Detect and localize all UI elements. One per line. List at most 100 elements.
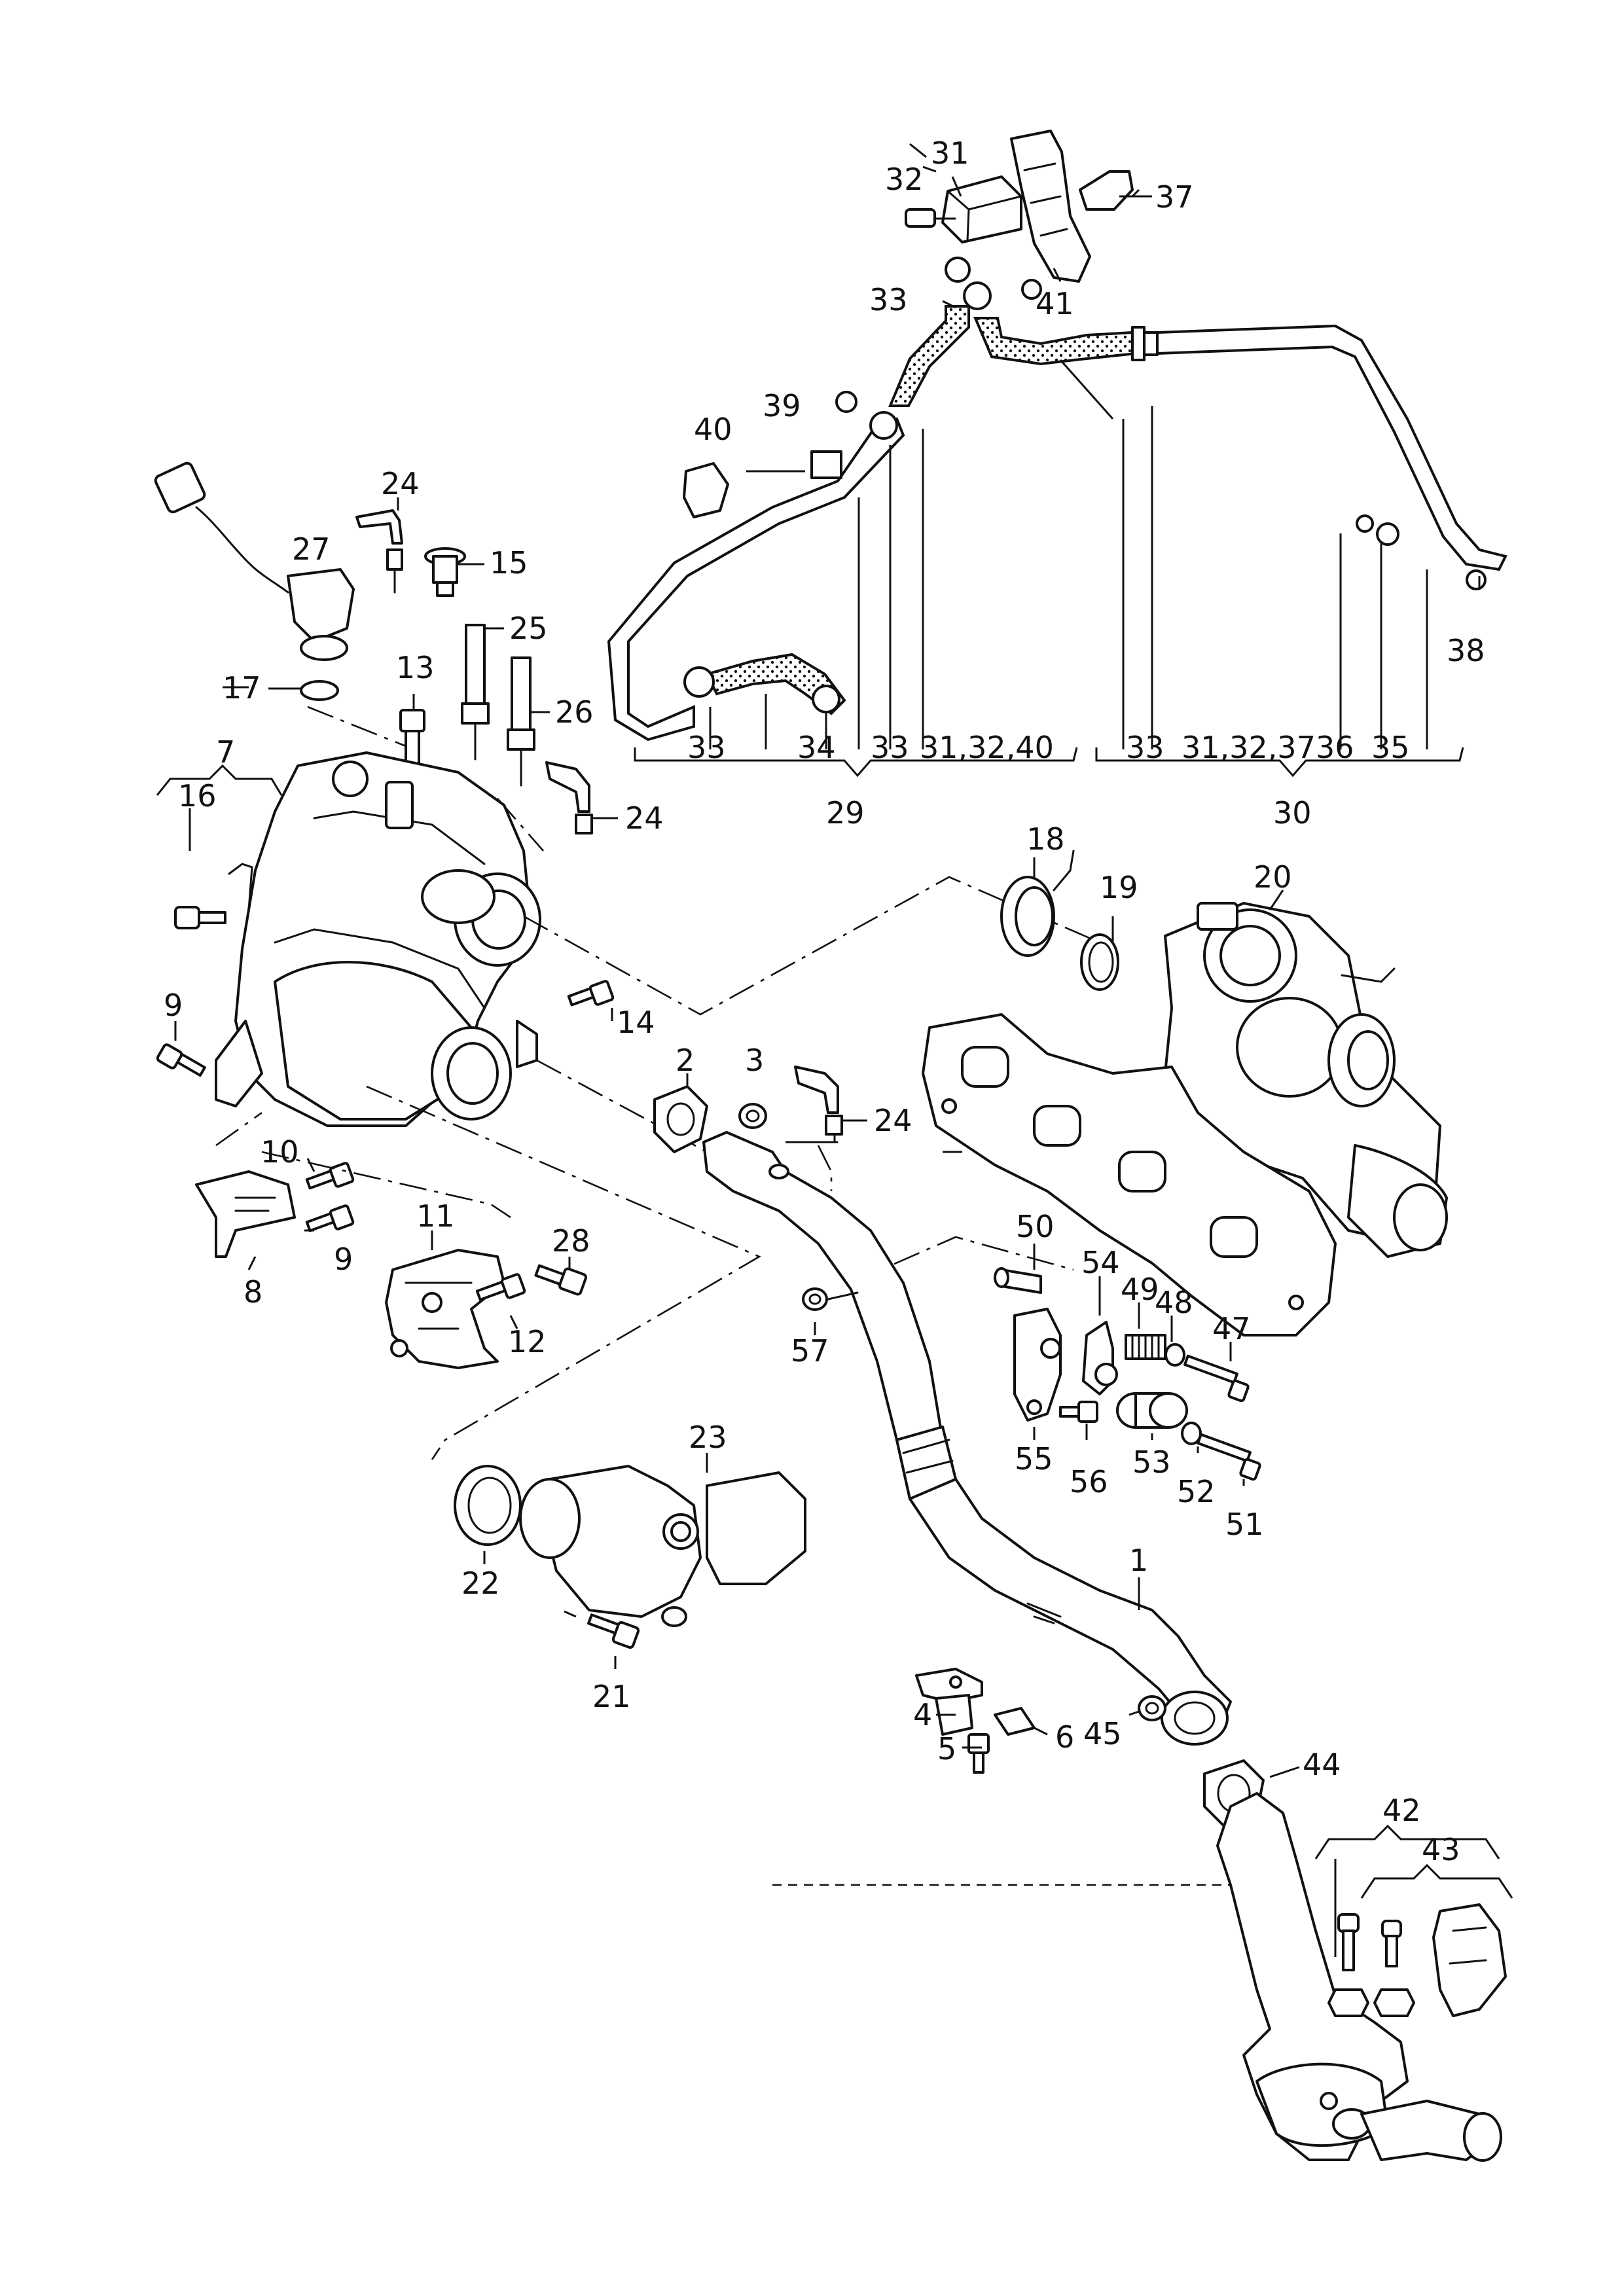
- label-3: 3: [745, 1043, 764, 1078]
- label-25: 25: [509, 611, 548, 646]
- bracket-11: [385, 1249, 505, 1369]
- label-49: 49: [1121, 1272, 1159, 1307]
- label-2: 2: [676, 1043, 695, 1078]
- label-26: 26: [555, 694, 594, 730]
- turbocharger-20: [1164, 902, 1448, 1258]
- label-53: 53: [1132, 1444, 1171, 1480]
- bracket-8: [195, 1170, 296, 1258]
- label-45: 45: [1083, 1716, 1122, 1751]
- hose-line-left: [607, 417, 905, 742]
- label-51: 51: [1225, 1507, 1264, 1542]
- particle-filter-7: [215, 751, 541, 1127]
- label-24-mid: 24: [625, 800, 664, 836]
- label-10: 10: [261, 1134, 299, 1170]
- label-48: 48: [1155, 1285, 1193, 1320]
- clamp-18: [1000, 850, 1075, 957]
- label-6: 6: [1055, 1719, 1074, 1755]
- label-12: 12: [508, 1324, 547, 1359]
- washer-48: [1164, 1343, 1185, 1367]
- label-52: 52: [1177, 1474, 1216, 1509]
- label-33-b: 33: [687, 730, 726, 765]
- bolt-16: [174, 906, 226, 929]
- front-exhaust-pipe-1: [702, 1131, 1232, 1746]
- label-22: 22: [461, 1566, 500, 1601]
- label-9-right: 9: [334, 1242, 353, 1277]
- bolt-14: [567, 980, 615, 1007]
- label-15: 15: [490, 545, 528, 581]
- bolt-9-left: [156, 1043, 206, 1077]
- label-41: 41: [1036, 286, 1074, 321]
- label-56: 56: [1070, 1464, 1108, 1499]
- label-4: 4: [913, 1697, 932, 1732]
- nut-3: [738, 1103, 767, 1129]
- label-28: 28: [552, 1223, 590, 1259]
- label-33-d: 33: [1126, 730, 1164, 765]
- repair-kit-43: [1327, 1903, 1507, 2017]
- temperature-sensor-24-top: [355, 509, 403, 594]
- label-8: 8: [244, 1274, 262, 1310]
- label-24-top: 24: [381, 466, 420, 501]
- temperature-sensor-24-low: [785, 1066, 843, 1143]
- rear-pipe-42: [1216, 1792, 1502, 2162]
- label-21: 21: [592, 1679, 631, 1714]
- label-33-top: 33: [869, 282, 908, 317]
- label-55: 55: [1015, 1441, 1053, 1477]
- label-1: 1: [1129, 1543, 1148, 1578]
- dotted-hose-right: [973, 317, 1138, 366]
- label-14: 14: [617, 1005, 655, 1040]
- temperature-sensor-24-mid: [545, 761, 593, 834]
- label-39: 39: [763, 388, 801, 423]
- label-5: 5: [937, 1731, 956, 1767]
- dotted-hose-left: [888, 305, 970, 407]
- rubber-mount-53: [1116, 1392, 1188, 1429]
- plug-15: [424, 547, 466, 597]
- label-44: 44: [1303, 1747, 1341, 1782]
- label-30: 30: [1273, 795, 1312, 831]
- label-42: 42: [1382, 1793, 1421, 1828]
- sensor-26: [507, 656, 535, 787]
- label-31-32-37: 31,32,37: [1182, 730, 1316, 765]
- bolt-12: [475, 1273, 526, 1301]
- sensor-27: [154, 461, 355, 661]
- label-20: 20: [1254, 859, 1292, 895]
- label-29: 29: [826, 795, 865, 831]
- label-9-left: 9: [164, 988, 183, 1023]
- nut-45: [1128, 1695, 1166, 1721]
- label-18: 18: [1026, 821, 1065, 857]
- label-7: 7: [216, 734, 235, 770]
- bolt-50: [994, 1267, 1042, 1294]
- bolt-10: [305, 1162, 355, 1190]
- label-43: 43: [1422, 1832, 1460, 1867]
- bracket-55: [1013, 1308, 1062, 1422]
- label-17: 17: [223, 670, 261, 706]
- label-47: 47: [1212, 1311, 1251, 1346]
- label-24-low: 24: [874, 1103, 912, 1138]
- label-37: 37: [1155, 179, 1194, 215]
- label-50: 50: [1016, 1209, 1055, 1244]
- valve-23: [519, 1465, 806, 1627]
- bracket-4: [915, 1668, 983, 1736]
- bolt-21: [587, 1613, 640, 1649]
- label-36: 36: [1316, 730, 1354, 765]
- gasket-2: [653, 1085, 708, 1153]
- bolt-5: [967, 1733, 990, 1774]
- label-13: 13: [396, 650, 435, 685]
- sensor-wire-16: [228, 863, 253, 911]
- label-34: 34: [797, 730, 836, 765]
- bolt-9-right: [305, 1204, 355, 1232]
- pressure-sensor-group: [905, 130, 1134, 310]
- label-33-c: 33: [871, 730, 909, 765]
- label-57: 57: [791, 1333, 829, 1369]
- clip-6: [994, 1707, 1036, 1736]
- label-27: 27: [292, 531, 331, 567]
- part-labels: 31 32 37 33 41 39 40 38 24 15 27 25 13 1…: [164, 135, 1485, 1867]
- label-40: 40: [694, 412, 732, 447]
- label-16: 16: [178, 778, 217, 814]
- sensor-25: [461, 624, 490, 761]
- label-32: 32: [885, 162, 924, 197]
- bolt-13: [399, 709, 425, 766]
- bolt-51: [1197, 1433, 1261, 1481]
- nut-57: [802, 1287, 859, 1311]
